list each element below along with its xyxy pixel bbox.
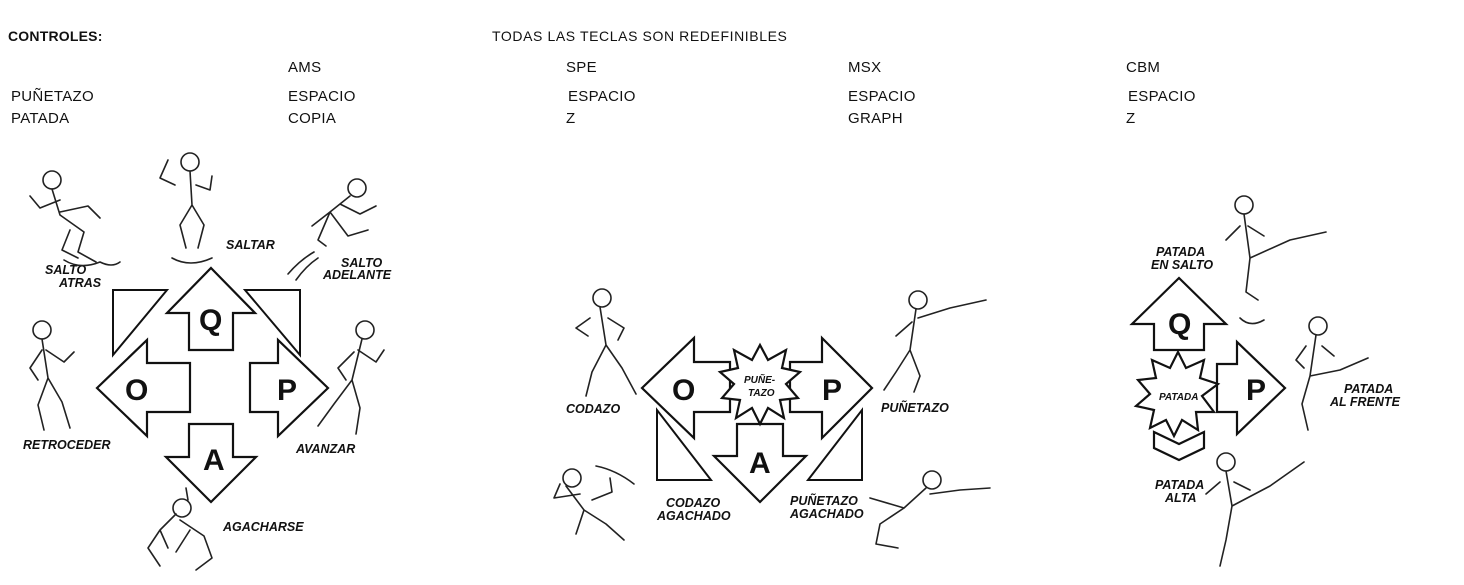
fighter-elbow-illustration (575, 288, 637, 397)
fighter-jump-back-illustration (29, 170, 121, 267)
label-agacharse: AGACHARSE (222, 520, 304, 534)
table-cell: Z (1126, 110, 1136, 127)
label-codazo-agachado: CODAZO (666, 496, 720, 510)
key-q: Q (199, 304, 222, 337)
label-patada-al-frente: PATADA (1344, 382, 1393, 396)
fighter-front-kick-illustration (1295, 316, 1369, 431)
label-codazo: CODAZO (566, 402, 620, 416)
key-o: O (125, 374, 148, 407)
label-salto-adelante: ADELANTE (322, 268, 392, 282)
arrow-right-p (1215, 339, 1287, 437)
fighter-walk-forward-illustration (317, 320, 385, 435)
diagonal-down-left-wedge (656, 407, 714, 481)
table-cell: Z (566, 110, 576, 127)
diagonal-up-right-wedge (242, 289, 301, 358)
arrow-up-q (164, 266, 258, 352)
column-header-msx: MSX (848, 59, 882, 76)
table-cell: GRAPH (848, 110, 903, 127)
arrow-up-q (1129, 276, 1229, 352)
label-punetazo-agachado: PUÑETAZO (790, 493, 858, 508)
arrow-left-o (95, 337, 192, 439)
fighter-jump-forward-illustration (287, 178, 377, 281)
label-codazo-agachado: AGACHADO (656, 509, 731, 523)
row-label-patada: PATADA (11, 110, 70, 127)
fighter-high-kick-illustration (1205, 452, 1305, 567)
fighter-jump-illustration (159, 152, 213, 264)
label-saltar: SALTAR (226, 238, 275, 252)
label-patada-al-frente: AL FRENTE (1329, 395, 1401, 409)
punch-burst (717, 342, 803, 427)
table-cell: ESPACIO (848, 88, 916, 105)
label-salto-adelante: SALTO (341, 256, 382, 270)
label-punetazo-agachado: AGACHADO (789, 507, 864, 521)
label-patada-en-salto: PATADA (1156, 245, 1205, 259)
burst-label: PATADA (1159, 392, 1198, 403)
fighter-crouch-illustration (147, 487, 213, 571)
burst-label: PUÑE- (744, 373, 776, 386)
table-cell: ESPACIO (1128, 88, 1196, 105)
label-salto-atras: SALTO (45, 263, 86, 277)
diagonal-up-left-wedge (112, 289, 170, 358)
key-a: A (203, 444, 225, 477)
key-q: Q (1168, 308, 1191, 341)
fighter-punch-illustration (883, 290, 987, 393)
fighter-jump-kick-illustration (1225, 195, 1327, 325)
key-p: P (277, 374, 297, 407)
table-cell: COPIA (288, 110, 337, 127)
arrow-down-a (163, 422, 259, 504)
punch-diagram: O P A PUÑE- TAZO CODAZO PUÑETAZO CODAZO … (553, 288, 991, 549)
kick-burst (1133, 349, 1221, 439)
table-cell: ESPACIO (288, 88, 356, 105)
fighter-crouch-punch-illustration (869, 470, 991, 549)
label-patada-en-salto: EN SALTO (1151, 258, 1213, 272)
label-retroceder: RETROCEDER (23, 438, 111, 452)
column-header-ams: AMS (288, 59, 322, 76)
label-punetazo: PUÑETAZO (881, 400, 949, 415)
label-patada-alta: PATADA (1155, 478, 1204, 492)
label-salto-atras: ATRAS (58, 276, 102, 290)
page-title: CONTROLES: (8, 28, 103, 44)
label-avanzar: AVANZAR (295, 442, 355, 456)
redefinable-note: TODAS LAS TECLAS SON REDEFINIBLES (492, 28, 788, 44)
key-a: A (749, 447, 771, 480)
burst-label: TAZO (748, 388, 775, 399)
row-label-punetazo: PUÑETAZO (11, 88, 94, 105)
label-patada-alta: ALTA (1164, 491, 1196, 505)
movement-diagram: Q O P A SALTAR SALTO ATRAS SALTO ADELANT… (23, 152, 392, 571)
kick-diagram: Q P PATADA PATADA EN SALTO PATADA AL FRE… (1129, 195, 1401, 567)
fighter-crouch-elbow-illustration (553, 465, 635, 541)
column-header-spe: SPE (566, 59, 597, 76)
column-header-cbm: CBM (1126, 59, 1161, 76)
arrow-right-p (248, 337, 330, 439)
fighter-walk-back-illustration (29, 320, 75, 431)
table-cell: ESPACIO (568, 88, 636, 105)
key-o: O (672, 374, 695, 407)
diagonal-down-right-wedge (805, 407, 863, 481)
key-p: P (822, 374, 842, 407)
chevron-down-icon (1152, 430, 1206, 462)
key-p: P (1246, 374, 1266, 407)
